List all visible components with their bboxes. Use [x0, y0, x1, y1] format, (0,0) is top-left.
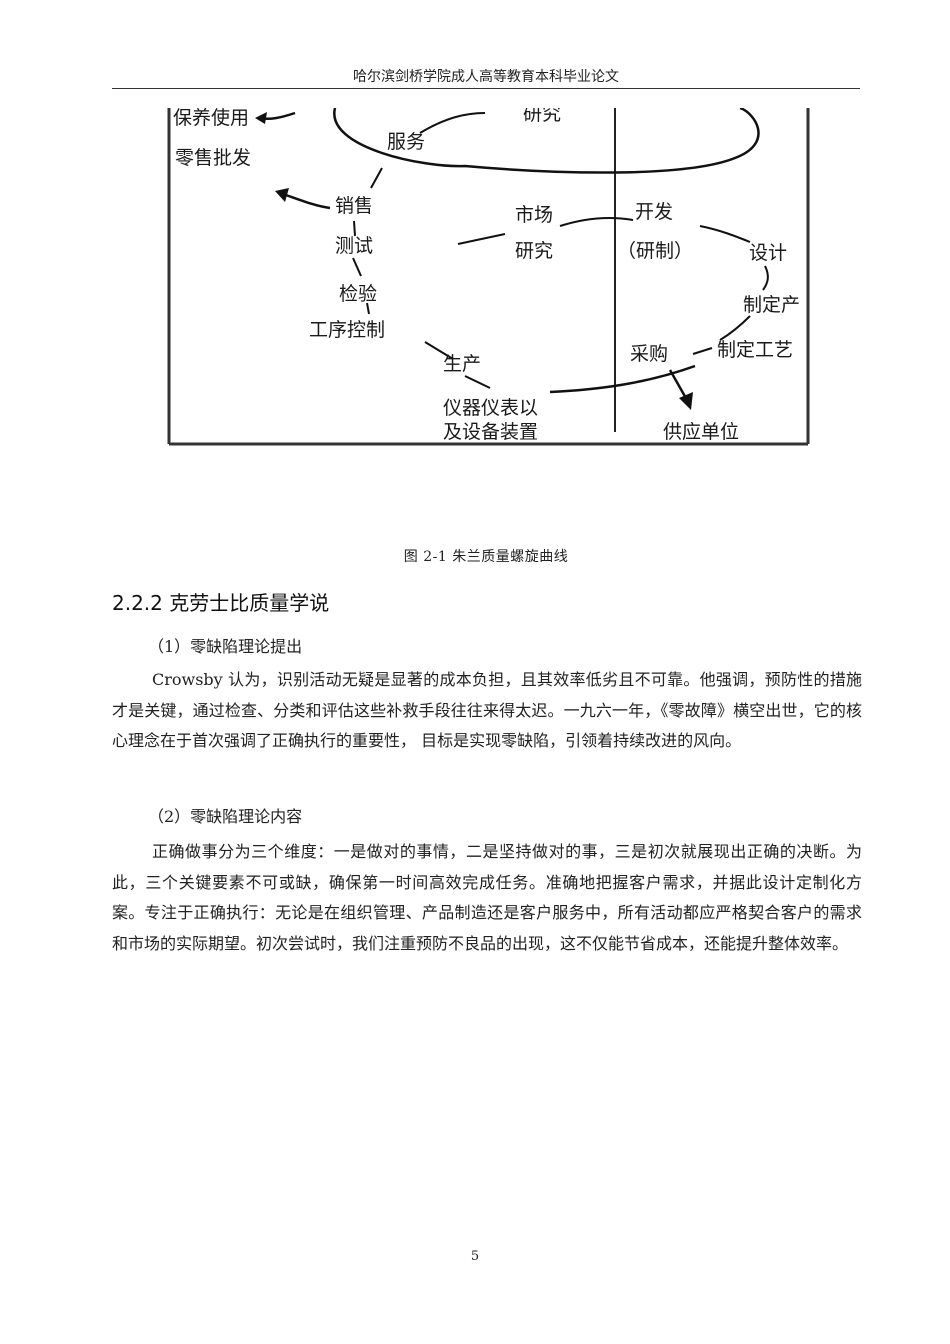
paragraph-1: Crowsby 认为，识别活动无疑是显著的成本负担，且其效率低劣且不可靠。他强调… — [112, 670, 862, 750]
label-retail: 零售批发 — [175, 147, 251, 169]
label-equipment-line2: 及设备装置 — [443, 421, 538, 443]
arrowhead-maintenance — [255, 112, 267, 124]
label-design: 设计 — [749, 242, 787, 264]
arrow-supplier — [668, 369, 689, 401]
label-market: 市场 — [515, 204, 553, 226]
label-market-research: 研究 — [515, 240, 553, 262]
section-title: 2.2.2 克劳士比质量学说 — [112, 591, 330, 615]
subsection-title-2: （2）零缺陷理论内容 — [148, 807, 303, 826]
label-research-top: 研究 — [523, 108, 561, 125]
page-header: 哈尔滨剑桥学院成人高等教育本科毕业论文 — [353, 69, 619, 85]
label-inspection: 检验 — [339, 283, 377, 305]
label-develop: 开发 — [635, 201, 673, 223]
subsection-title-1: （1）零缺陷理论提出 — [148, 637, 303, 656]
header-rule — [112, 88, 860, 89]
arrow-retail — [282, 192, 331, 210]
label-produce-product: 制定产 — [743, 294, 800, 316]
label-production: 生产 — [443, 353, 481, 375]
label-purchase: 采购 — [630, 343, 668, 365]
label-sales: 销售 — [335, 195, 373, 217]
arrowhead-retail — [275, 188, 289, 202]
label-service: 服务 — [387, 131, 425, 153]
label-process-control: 工序控制 — [309, 319, 385, 341]
figure-caption: 图 2-1 朱兰质量螺旋曲线 — [403, 549, 569, 565]
spiral-bottom-curve — [549, 364, 696, 394]
label-develop-sub: （研制） — [617, 240, 693, 262]
label-test: 测试 — [335, 235, 373, 257]
spiral-top-arc — [333, 108, 760, 174]
page-number: 5 — [470, 1249, 480, 1264]
label-maintenance: 保养使用 — [173, 108, 249, 129]
paragraph-2: 正确做事分为三个维度：一是做对的事情，二是坚持做对的事，三是初次就展现出正确的决… — [112, 842, 862, 953]
label-supplier: 供应单位 — [663, 421, 739, 443]
juran-spiral-figure: 保养使用 研究 服务 零售批发 销售 市场 开发 测试 研究 （研制） 设计 检… — [165, 108, 813, 448]
arrowhead-supplier — [679, 392, 693, 410]
label-process-design: 制定工艺 — [717, 339, 793, 361]
label-equipment-line1: 仪器仪表以 — [443, 397, 538, 419]
